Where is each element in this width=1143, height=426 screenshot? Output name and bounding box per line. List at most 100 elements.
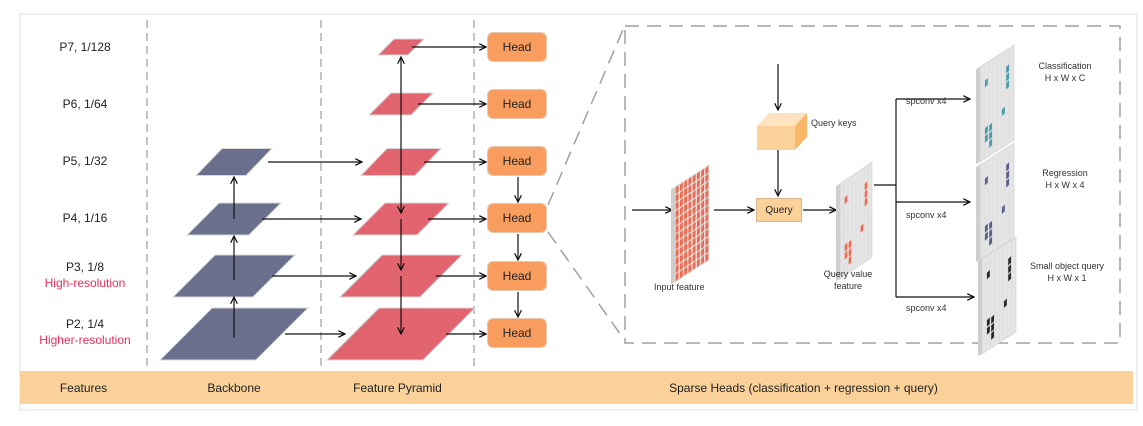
grid-cell [1006, 103, 1010, 114]
grid-cell [1001, 51, 1005, 61]
grid-cell [852, 221, 856, 231]
grid-edge [836, 184, 840, 281]
grid-cell [984, 141, 988, 151]
grid-cell [696, 250, 700, 260]
grid-cell [868, 210, 872, 220]
grid-cell [1006, 193, 1010, 204]
grid-cell [844, 202, 848, 213]
grid-cell [692, 221, 696, 231]
resolution-note: High-resolution [44, 276, 126, 290]
grid-cell [701, 247, 705, 257]
grid-cell [688, 200, 692, 210]
grid-cell [980, 144, 984, 154]
grid-cell [997, 239, 1001, 249]
grid-cell [984, 101, 988, 112]
grid-cell [982, 288, 986, 298]
query-value-line1: Query value [823, 269, 873, 279]
grid-cell [696, 210, 700, 221]
grid-cell [995, 288, 999, 298]
grid-cell [1008, 248, 1012, 258]
grid-cell [997, 61, 1001, 72]
grid-cell [986, 309, 990, 319]
grid-cell [852, 173, 856, 183]
grid-cell [989, 91, 993, 101]
grid-cell [1003, 306, 1007, 316]
grid-cell [995, 280, 999, 290]
grid-cell [980, 96, 984, 106]
grid-cell-active [989, 130, 993, 140]
grid-cell [993, 64, 997, 74]
grid-cell [1010, 109, 1014, 119]
grid-cell [997, 175, 1001, 185]
grid-cell [1001, 138, 1005, 148]
grid-cell [993, 154, 997, 164]
grid-cell [1012, 285, 1016, 295]
grid-cell [993, 104, 997, 114]
grid-cell [1012, 316, 1016, 327]
grid-cell [1001, 149, 1005, 159]
grid-cell [989, 59, 993, 69]
grid-cell [1001, 122, 1005, 132]
grid-cell [1001, 172, 1005, 183]
grid-cell-active [986, 270, 990, 280]
grid-cell [860, 184, 864, 194]
grid-cell [984, 199, 988, 210]
head-p4: Head [487, 203, 547, 233]
grid-cell [848, 231, 852, 242]
grid-cell [997, 77, 1001, 87]
grid-cell [993, 178, 997, 188]
grid-cell [1010, 77, 1014, 87]
grid-cell [696, 218, 700, 228]
grid-cell [986, 301, 990, 311]
grid-cell [1003, 243, 1007, 253]
grid-cell [1010, 101, 1014, 111]
grid-cell [997, 215, 1001, 225]
grid-cell [1006, 111, 1010, 122]
grid-cell [692, 237, 696, 247]
grid-plane [839, 161, 873, 280]
grid-cell [991, 306, 995, 317]
grid-cell [986, 262, 990, 272]
grid-cell [995, 296, 999, 306]
grid-cell [679, 237, 683, 247]
grid-cell [1012, 293, 1016, 303]
input-feature-label: Input feature [654, 282, 705, 292]
grid-cell [993, 218, 997, 228]
grid-cell [852, 205, 856, 215]
grid-cell [860, 176, 864, 186]
grid-cell [852, 237, 856, 247]
grid-cell [692, 245, 696, 255]
grid-cell [868, 249, 872, 260]
grid-cell [997, 53, 1001, 64]
grid-cell [989, 146, 993, 156]
grid-cell [982, 344, 986, 354]
grid-cell [993, 127, 997, 138]
grid-cell [856, 210, 860, 220]
grid-cell [692, 189, 696, 200]
output-title: Classification [1038, 61, 1092, 71]
grid-cell [852, 197, 856, 207]
connections [234, 47, 518, 338]
grid-cell [864, 173, 868, 183]
grid-cell [675, 256, 679, 266]
grid-cell [993, 170, 997, 180]
grid-cell [844, 266, 848, 276]
grid-cell [999, 301, 1003, 311]
grid-cell [852, 229, 856, 239]
grid-cell [1006, 95, 1010, 106]
grid-cell [993, 120, 997, 130]
grid-cell [692, 213, 696, 223]
grid-cell [675, 240, 679, 250]
grid-plane [674, 164, 710, 283]
grid-cell [982, 320, 986, 330]
resolution-note: Higher-resolution [39, 333, 131, 347]
grid-cell [701, 223, 705, 234]
grid-cell [984, 62, 988, 72]
grid-cell [705, 205, 709, 215]
grid-cell [692, 197, 696, 207]
grid-cell [991, 251, 995, 261]
